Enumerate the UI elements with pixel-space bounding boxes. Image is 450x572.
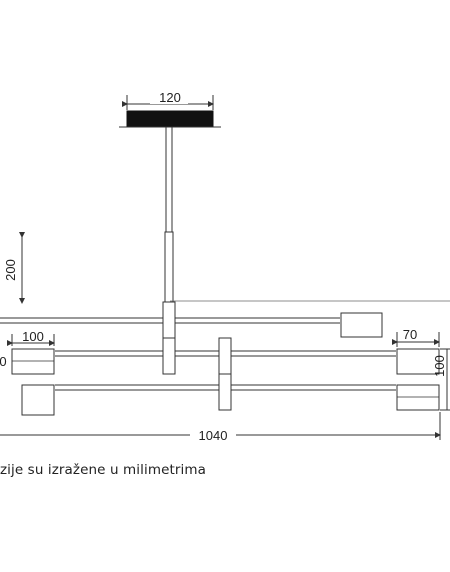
total-width-label: 1040 [199,428,228,443]
suspension-rod [164,126,174,303]
right-head-width-dimension: 70 [392,327,440,347]
arm-top-light-head [340,312,383,338]
arm-top [0,312,383,338]
drop-height-label: 200 [3,259,18,281]
arm-middle-left-head [11,348,55,375]
drop-height-dimension: 200 [3,232,25,304]
canopy-width-label: 120 [159,90,181,105]
total-width-dimension: 1040 [0,412,441,443]
ceiling-canopy [119,110,221,128]
left-cut-label: 0 [0,354,7,369]
units-caption: zije su izražene u milimetrima [0,462,206,478]
arm-middle-right-head [396,348,440,375]
arm-bottom-right-head [396,384,440,411]
head-width-label: 100 [22,329,44,344]
hub-joints [162,301,232,411]
head-width-dimension: 100 [7,329,55,346]
canopy-width-dimension: 120 [122,90,214,110]
right-head-width-label: 70 [403,327,417,342]
right-head-height-label: 100 [432,355,447,377]
arm-bottom-left-head [21,384,55,416]
right-head-height-dimension: 100 [432,348,450,411]
